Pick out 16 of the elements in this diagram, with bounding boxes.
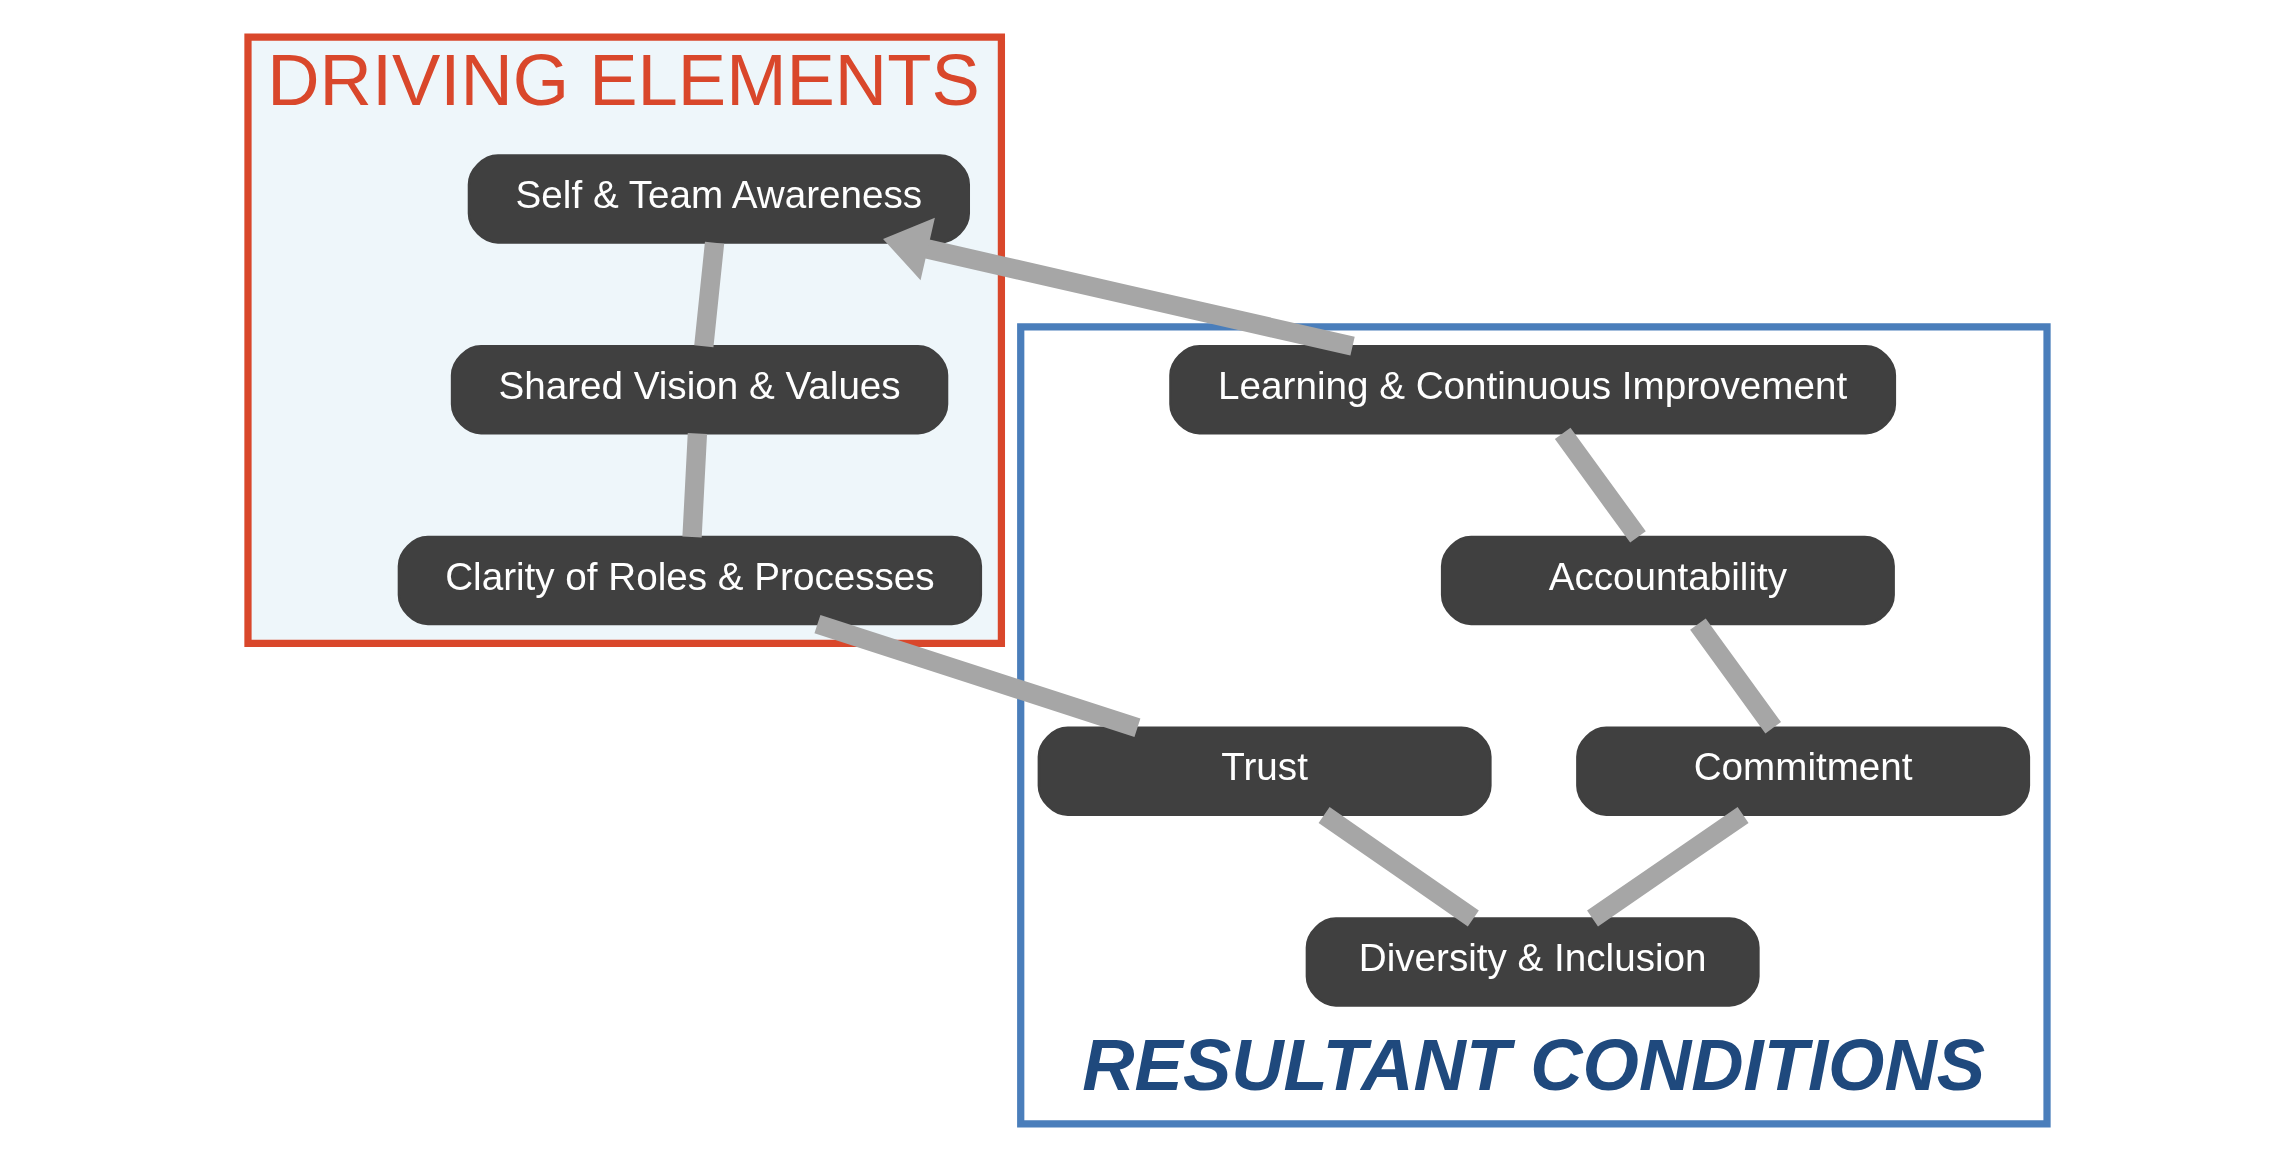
- node-box: Clarity of Roles & Processes: [397, 535, 983, 626]
- connector: [1587, 807, 1749, 927]
- connector: [682, 432, 708, 538]
- connector: [814, 615, 1141, 737]
- node-box: Commitment: [1576, 726, 2031, 816]
- node-box: Shared Vision & Values: [450, 345, 949, 435]
- connector: [694, 241, 725, 348]
- node-box: Accountability: [1440, 535, 1895, 626]
- arrow: [883, 217, 1355, 356]
- node-box: Diversity & Inclusion: [1305, 917, 1760, 1007]
- node-box: Self & Team Awareness: [467, 154, 970, 244]
- node-box: Trust: [1037, 726, 1492, 816]
- connector: [1690, 618, 1781, 734]
- node-box: Learning & Continuous Improvement: [1169, 345, 1897, 435]
- connector: [1554, 427, 1646, 543]
- connector: [1318, 807, 1479, 927]
